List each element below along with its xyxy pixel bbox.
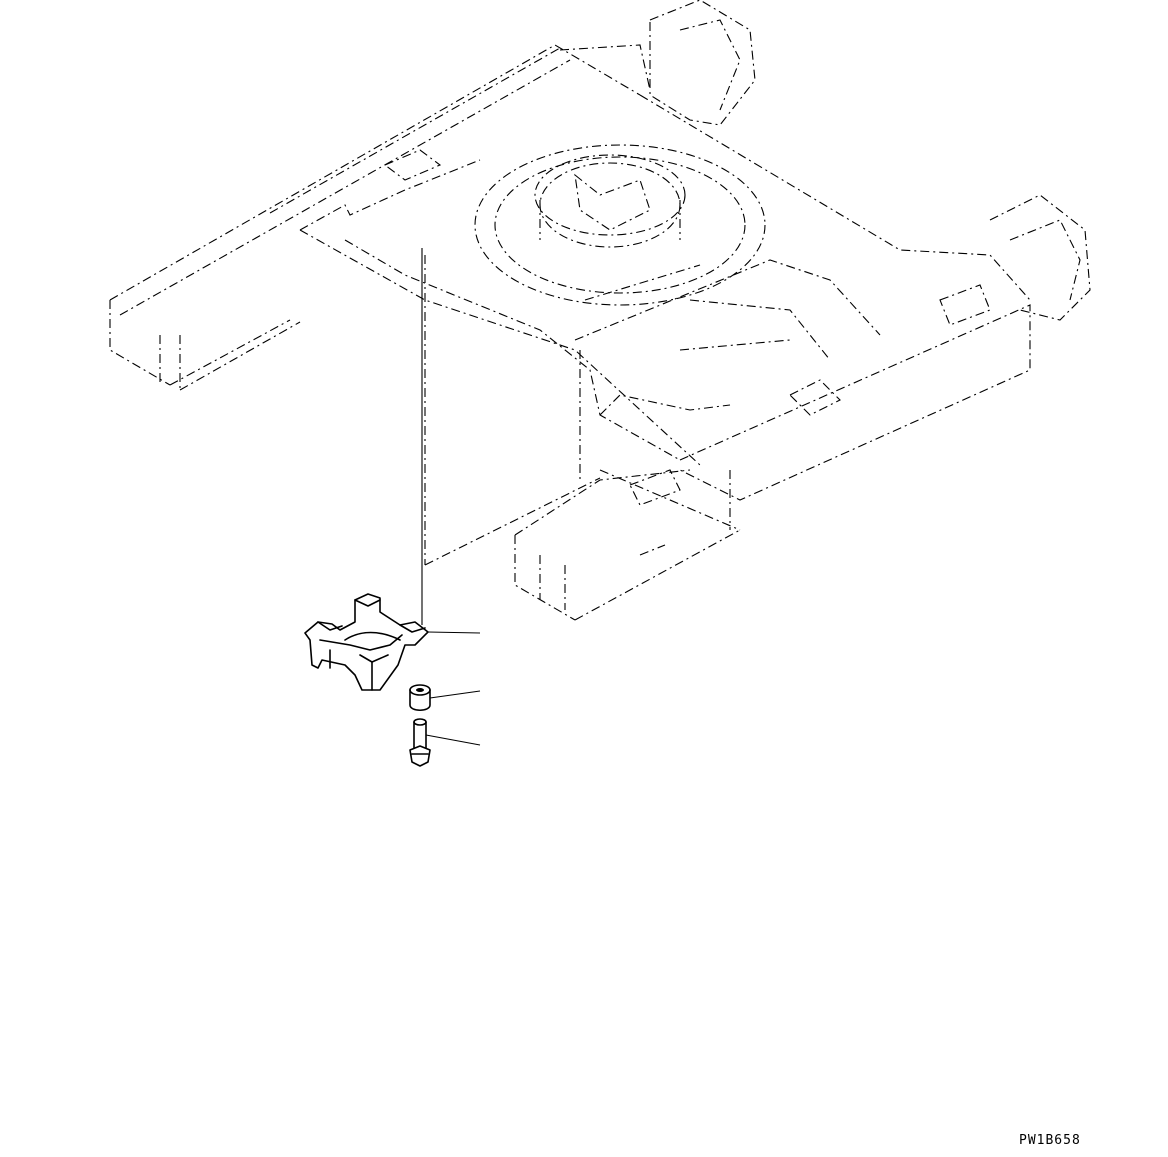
spacer <box>409 684 431 712</box>
track-frame <box>109 0 1091 621</box>
support-bracket <box>304 593 429 691</box>
drawing-reference-code: PW1B658 <box>1019 1133 1081 1148</box>
leader-line-spacer <box>429 690 481 699</box>
leader-line-bolt <box>425 734 481 746</box>
leader-line-bracket <box>427 631 481 634</box>
bolt <box>409 718 431 767</box>
